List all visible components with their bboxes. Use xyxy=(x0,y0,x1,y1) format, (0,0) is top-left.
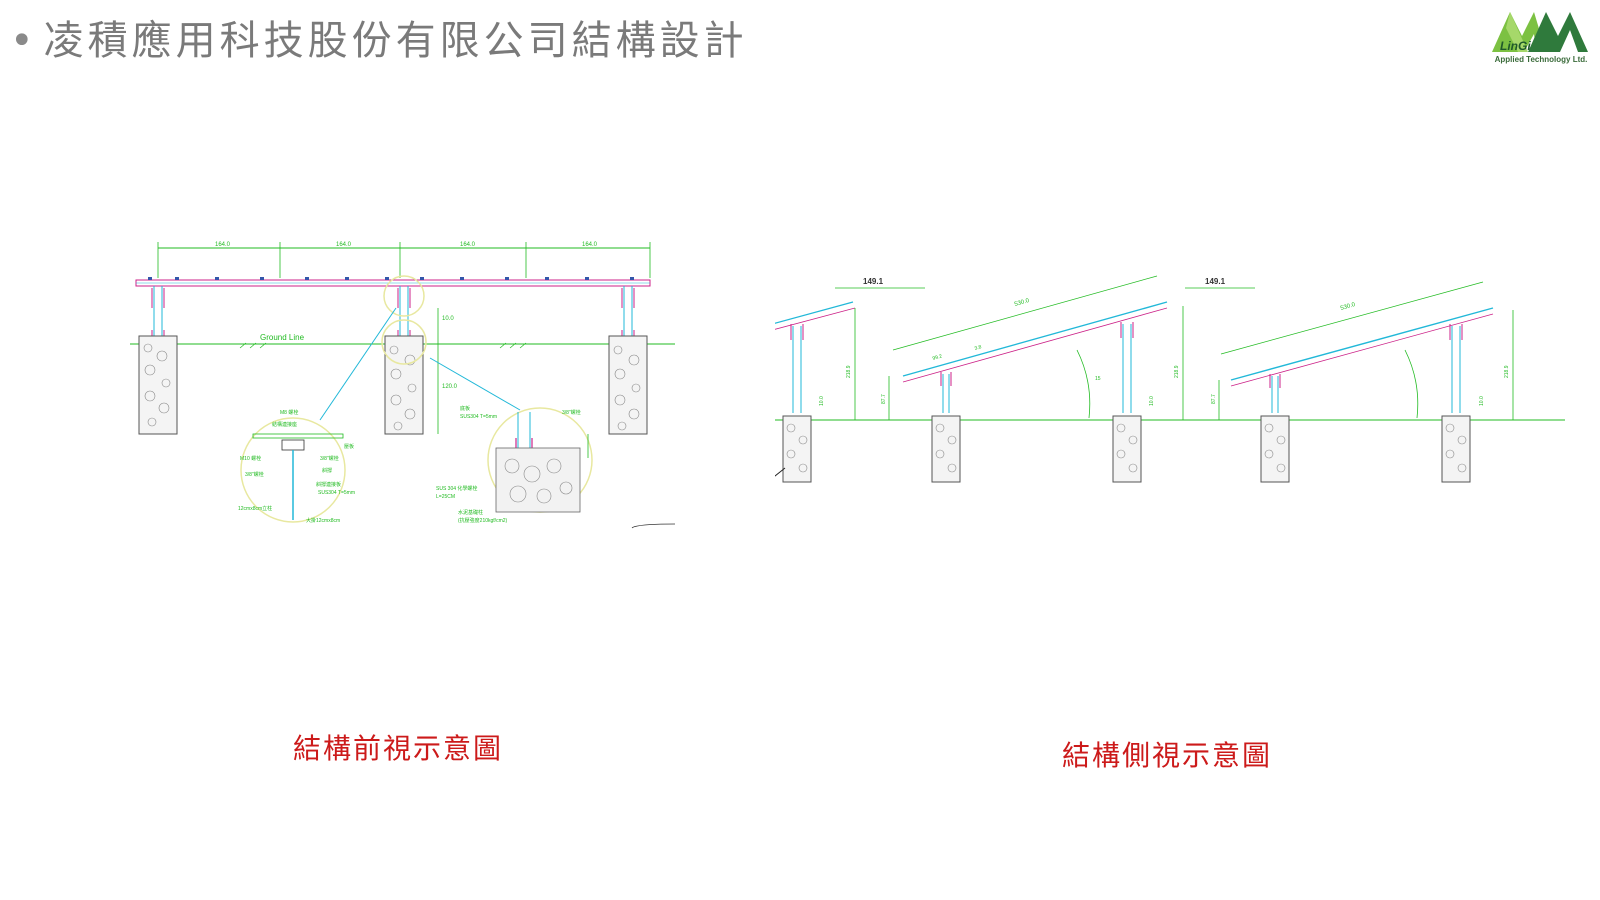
height-6: 10.0 xyxy=(819,396,825,406)
detail-r-label-1: 底板 xyxy=(460,405,470,412)
logo-subtitle: Applied Technology Ltd. xyxy=(1494,55,1588,64)
detail-label-1: M8 螺栓 xyxy=(280,409,298,416)
height-1: 218.9 xyxy=(846,365,852,378)
tilt-angle-1: 15 xyxy=(1095,376,1101,382)
height-5: 87.7 xyxy=(1211,394,1217,404)
company-logo: LinGi Applied Technology Ltd. xyxy=(1488,6,1594,66)
ground-line-label: Ground Line xyxy=(260,333,305,342)
front-view-drawing: 164.0 164.0 164.0 164.0 xyxy=(130,238,690,538)
detail-r-label-2: SUS304 T=5mm xyxy=(460,414,497,420)
height-4: 87.7 xyxy=(881,394,887,404)
detail-r-label-7: (抗壓強度210kgf/cm2) xyxy=(458,517,508,524)
span-dim-2: 164.0 xyxy=(336,242,352,248)
height-3: 218.9 xyxy=(1504,365,1510,378)
detail-label-9: SUS304 T=5mm xyxy=(318,490,355,496)
span-dim-1: 164.0 xyxy=(215,242,231,248)
seg-dim-2: 3.8 xyxy=(974,344,983,352)
front-dim-v2: 120.0 xyxy=(442,384,458,390)
slide-title: •凌積應用科技股份有限公司結構設計 xyxy=(10,8,748,66)
panel-len-1: 530.0 xyxy=(1014,298,1031,308)
detail-r-label-6: 水泥基礎柱 xyxy=(458,509,483,516)
front-view-caption: 結構前視示意圖 xyxy=(293,732,504,765)
detail-label-10: 12cmx8cm立柱 xyxy=(238,505,272,512)
detail-label-4: M10 螺栓 xyxy=(240,455,261,462)
logo-brand: LinGi xyxy=(1500,39,1531,53)
height-2: 218.9 xyxy=(1174,365,1180,378)
side-view-caption: 結構側視示意圖 xyxy=(1062,739,1273,772)
panel-len-2: 530.0 xyxy=(1340,302,1357,312)
height-8: 10.0 xyxy=(1479,396,1485,406)
detail-label-3: 壓板 xyxy=(344,443,354,450)
title-text: 凌積應用科技股份有限公司結構設計 xyxy=(43,18,748,64)
detail-r-label-5: L=25CM xyxy=(436,494,455,500)
pitch-dim-1: 149.1 xyxy=(863,277,884,286)
detail-label-6: 3/8"螺栓 xyxy=(245,471,264,478)
seg-dim-1: 99.2 xyxy=(932,353,943,362)
detail-label-7: 斜撐 xyxy=(322,467,332,474)
logo-mark-icon: LinGi xyxy=(1492,12,1588,53)
detail-label-8: 斜撐連接板 xyxy=(316,481,341,488)
detail-label-11: 大掛12cmx8cm xyxy=(306,517,340,524)
detail-label-2: 結構連接座 xyxy=(272,421,297,428)
detail-r-label-4: SUS 304 化學螺栓 xyxy=(436,485,477,492)
detail-r-label-3: 3/8"螺栓 xyxy=(562,409,581,416)
span-dim-3: 164.0 xyxy=(460,242,476,248)
height-7: 10.0 xyxy=(1149,396,1155,406)
span-dim-4: 164.0 xyxy=(582,242,598,248)
title-bullet: • xyxy=(10,18,38,64)
front-dim-v1: 10.0 xyxy=(442,316,454,322)
side-view-drawing: 149.1 149.1 530.0 99.2 3.8 530.0 xyxy=(764,268,1570,508)
pitch-dim-2: 149.1 xyxy=(1205,277,1226,286)
detail-label-5: 3/8"螺栓 xyxy=(320,455,339,462)
